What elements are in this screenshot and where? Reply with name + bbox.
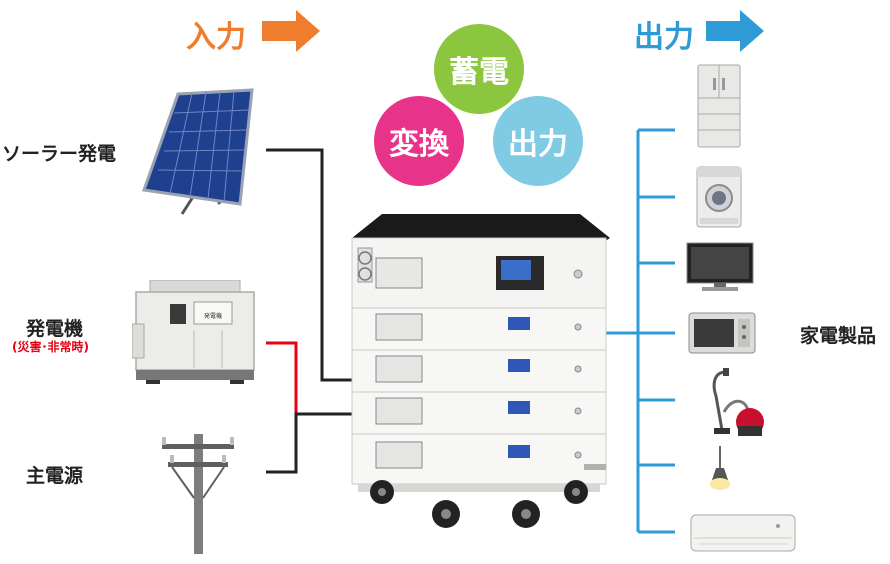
- grid-wire: [266, 412, 353, 474]
- television-icon: [686, 242, 754, 291]
- solar-panel-icon: [141, 88, 254, 215]
- solar-label: ソーラー発電: [2, 143, 117, 165]
- solar-wire: [266, 148, 353, 382]
- generator-panel-text: 発電機: [204, 312, 222, 320]
- conversion-circle: 変換: [374, 96, 464, 186]
- output-header: 出力: [634, 20, 694, 55]
- battery-system-icon: [351, 214, 610, 528]
- battery-module-1: [351, 307, 607, 351]
- battery-module-4: [351, 433, 607, 485]
- input-header: 入力: [186, 20, 246, 55]
- utility-pole-icon: [162, 434, 234, 554]
- generator-wire: [266, 341, 298, 414]
- input-arrow-icon: [262, 10, 320, 52]
- storage-label: 蓄電: [449, 55, 509, 90]
- battery-module-3: [351, 391, 607, 435]
- ceiling-lamp-icon: [710, 446, 730, 490]
- output-circle-label: 出力: [508, 127, 568, 162]
- generator-note: (災害･非常時): [12, 340, 89, 354]
- grid-label: 主電源: [26, 465, 84, 487]
- output-circle: 出力: [493, 96, 583, 186]
- vacuum-cleaner-icon: [712, 368, 764, 436]
- microwave-icon: [688, 312, 756, 354]
- refrigerator-icon: [697, 64, 741, 148]
- battery-module-2: [351, 349, 607, 393]
- storage-circle: 蓄電: [434, 24, 524, 114]
- appliances-label: 家電製品: [800, 325, 877, 347]
- washing-machine-icon: [696, 166, 742, 228]
- output-arrow-icon: [706, 10, 764, 52]
- generator-icon: 発電機: [132, 280, 255, 384]
- air-conditioner-icon: [690, 514, 796, 552]
- conversion-label: 変換: [389, 127, 449, 162]
- generator-label: 発電機: [26, 318, 84, 340]
